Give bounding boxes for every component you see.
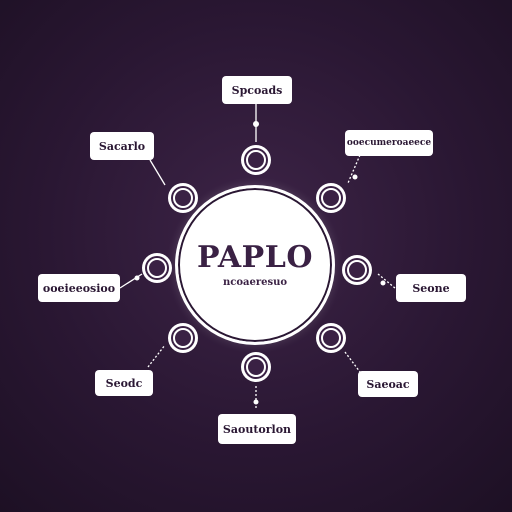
label-left[interactable]: ooeieeosioo [38,274,120,302]
node-right[interactable] [342,255,372,285]
label-top[interactable]: Spcoads [222,76,292,104]
node-bottom-right[interactable] [316,323,346,353]
connector-top-right [347,154,361,184]
connector-right [377,273,396,289]
node-left-icon [147,258,167,278]
node-right-icon [347,260,367,280]
connector-dot-bottom [253,399,259,405]
connector-bottom-right [344,351,361,373]
node-top-left[interactable] [168,183,198,213]
hub-title: PAPLO [197,239,313,275]
node-top-icon [246,150,266,170]
node-bottom[interactable] [241,352,271,382]
label-bottom-left[interactable]: Seodc [95,370,153,396]
node-left[interactable] [142,253,172,283]
label-bottom[interactable]: Saoutorlon [218,414,296,444]
node-top[interactable] [241,145,271,175]
central-hub: PAPLO ncoaeresuo [175,185,335,345]
hub-subtitle: ncoaeresuo [222,276,288,288]
label-top-left[interactable]: Sacarlo [90,132,154,160]
node-top-left-icon [173,188,193,208]
connector-dot-left [134,275,140,281]
label-bottom-right[interactable]: Saeoac [358,371,418,397]
label-right[interactable]: Seone [396,274,466,302]
connector-bottom-left [147,344,166,368]
connector-dot-top-right [352,174,358,180]
node-bottom-icon [246,357,266,377]
connector-top-left [149,159,166,186]
node-top-right[interactable] [316,183,346,213]
connector-left [119,273,143,289]
node-bottom-left-icon [173,328,193,348]
connector-dot-top [253,121,259,127]
label-top-right[interactable]: ooecumeroaeece [345,130,433,156]
connector-dot-right [380,280,386,286]
node-bottom-right-icon [321,328,341,348]
node-top-right-icon [321,188,341,208]
node-bottom-left[interactable] [168,323,198,353]
